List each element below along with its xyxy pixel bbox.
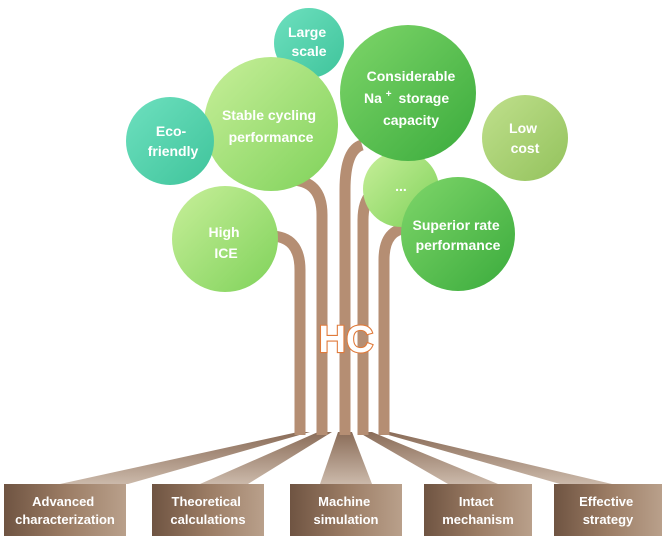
svg-text:Large scale: Large scale [288, 24, 330, 59]
root-box-effective-strategy: Effective strategy [554, 484, 662, 536]
svg-text:Low cost: Low cost [509, 120, 541, 156]
svg-text:Considerable: Considerable [367, 68, 456, 84]
svg-text:Na + storage: Na + storage [364, 84, 449, 106]
bubble-considerable-capacity: Considerable Na + storage capacity [340, 25, 476, 161]
root-label: Intact [459, 494, 494, 509]
svg-text:Advanced characterizatio: Advanced characterization [15, 494, 115, 527]
bubble-label: High [209, 224, 240, 240]
bubble-label: cost [511, 140, 540, 156]
root-label: strategy [583, 512, 634, 527]
bubble-high-ice: High ICE [172, 186, 278, 292]
root-label: simulation [313, 512, 378, 527]
bubble-low-cost: Low cost [482, 95, 568, 181]
root-box-theoretical-calculations: Theoretical calculations [152, 484, 264, 536]
root-label: Effective [579, 494, 633, 509]
trunk-label: HC [319, 319, 374, 361]
root-box-advanced-characterization: Advanced characterization [4, 484, 126, 536]
bubble-label: friendly [148, 143, 199, 159]
bubble-label: Na [364, 90, 382, 106]
branch-superior-rate [378, 222, 411, 435]
svg-text:Superior rate performanc: Superior rate performance [412, 217, 503, 253]
root-fans [60, 432, 612, 484]
svg-text:Effective strategy: Effective strategy [579, 494, 637, 527]
bubble-label: Stable cycling [222, 107, 316, 123]
branch-high-ice [269, 230, 306, 435]
root-fan-3 [320, 432, 372, 484]
bubble-stable-cycling: Stable cycling performance [204, 57, 338, 191]
bubble-label: Low [509, 120, 537, 136]
svg-text:Stable cycling performan: Stable cycling performance [222, 107, 320, 145]
svg-text:Intact mechanism: Intact mechanism [442, 494, 514, 527]
root-label: Theoretical [172, 494, 241, 509]
bubble-label: Superior rate [412, 217, 499, 233]
bubble-label: performance [229, 129, 314, 145]
bubble-label: capacity [383, 112, 439, 128]
root-fan-2 [200, 432, 332, 484]
bubble-eco-friendly: Eco- friendly [126, 97, 214, 185]
root-label: calculations [170, 512, 245, 527]
svg-text:capacity: capacity [383, 112, 439, 128]
root-fan-4 [358, 432, 498, 484]
bubble-label: ... [395, 178, 407, 194]
root-label: Machine [318, 494, 370, 509]
root-label: mechanism [442, 512, 514, 527]
svg-text:High ICE: High ICE [209, 224, 244, 261]
bubble-label: performance [416, 237, 501, 253]
root-fan-5 [378, 432, 612, 484]
bubble-label: Eco- [156, 123, 187, 139]
root-label: characterization [15, 512, 115, 527]
bubble-label: Considerable [367, 68, 456, 84]
bubble-label: ICE [214, 245, 237, 261]
svg-text:Eco- friendly: Eco- friendly [148, 123, 199, 159]
branch-considerable [339, 139, 365, 435]
root-fan-1 [60, 432, 310, 484]
root-label: Advanced [32, 494, 94, 509]
root-box-machine-simulation: Machine simulation [290, 484, 402, 536]
svg-text:...: ... [395, 178, 407, 194]
bubble-superscript: + [386, 89, 392, 100]
bubble-label: Large [288, 24, 326, 40]
bubble-label: storage [399, 90, 450, 106]
bubble-superior-rate: Superior rate performance [401, 177, 515, 291]
svg-text:Theoretical calculations: Theoretical calculations [170, 494, 245, 527]
svg-text:Machine simulation: Machine simulation [313, 494, 378, 527]
bubble-label: scale [291, 43, 326, 59]
root-box-intact-mechanism: Intact mechanism [424, 484, 532, 536]
